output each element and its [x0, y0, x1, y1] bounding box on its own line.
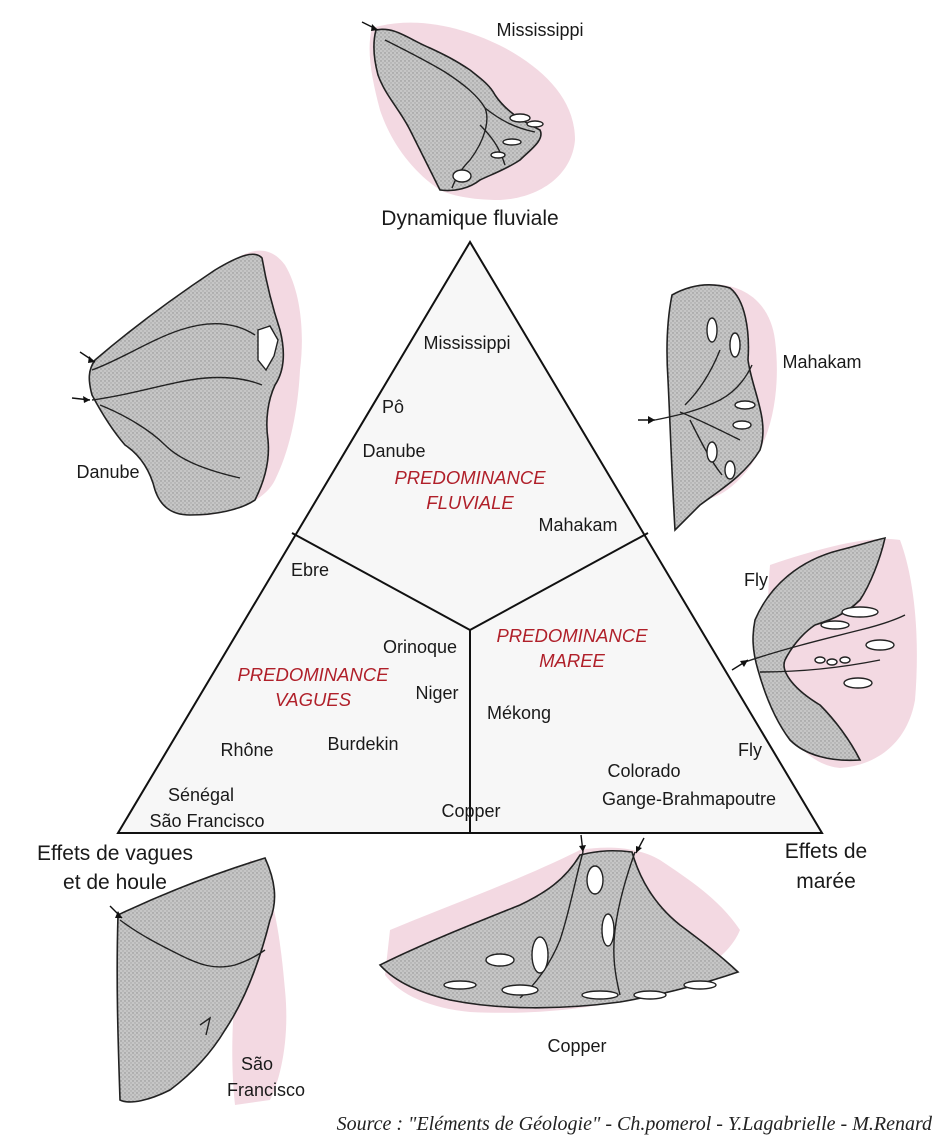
source-credit: Source : "Eléments de Géologie" - Ch.pom… — [337, 1113, 933, 1135]
divider-left — [291, 532, 471, 631]
delta-mahakam: Mahakam — [538, 515, 617, 535]
zone-fluvial-label-1: PREDOMINANCE — [394, 467, 546, 488]
sao-francisco-map-label-2: Francisco — [227, 1080, 305, 1100]
delta-po: Pô — [382, 397, 404, 417]
divider-right — [469, 532, 649, 631]
delta-gange-brahmapoutre: Gange-Brahmapoutre — [602, 789, 776, 809]
mahakam-delta-map: Mahakam — [638, 284, 862, 532]
mississippi-map-label: Mississippi — [496, 20, 583, 40]
zone-waves-label-2: VAGUES — [275, 689, 352, 710]
fly-map-label: Fly — [744, 570, 768, 590]
zone-tide-label-2: MAREE — [539, 650, 605, 671]
pole-tide-label-2: marée — [796, 870, 856, 893]
danube-map-label: Danube — [76, 462, 139, 482]
delta-mekong: Mékong — [487, 703, 551, 723]
delta-senegal: Sénégal — [168, 785, 234, 805]
copper-delta-map: Copper — [378, 834, 740, 1056]
pole-waves-label-2: et de houle — [63, 871, 167, 894]
danube-delta-map: Danube — [71, 250, 302, 516]
delta-danube: Danube — [362, 441, 425, 461]
ternary-triangle — [116, 240, 824, 834]
zone-fluvial-label-2: FLUVIALE — [426, 492, 514, 513]
delta-colorado: Colorado — [607, 761, 680, 781]
mahakam-map-label: Mahakam — [782, 352, 861, 372]
delta-niger: Niger — [415, 683, 458, 703]
zone-tide-label-1: PREDOMINANCE — [496, 625, 648, 646]
delta-copper: Copper — [441, 801, 500, 821]
delta-orinoque: Orinoque — [383, 637, 457, 657]
delta-sao-francisco: São Francisco — [149, 811, 264, 831]
delta-mississippi: Mississippi — [423, 333, 510, 353]
pole-waves-label-1: Effets de vagues — [37, 842, 193, 865]
zone-waves-label-1: PREDOMINANCE — [237, 664, 389, 685]
fly-delta-map: Fly — [731, 536, 917, 768]
delta-burdekin: Burdekin — [327, 734, 398, 754]
pole-tide-label-1: Effets de — [785, 840, 868, 863]
delta-fly: Fly — [738, 740, 762, 760]
mississippi-delta-map: Mississippi — [361, 20, 584, 200]
sao-francisco-delta-map: São Francisco — [109, 857, 305, 1105]
sao-francisco-map-label-1: São — [241, 1054, 273, 1074]
copper-map-label: Copper — [547, 1036, 606, 1056]
pole-fluvial-label: Dynamique fluviale — [381, 207, 558, 230]
delta-rhone: Rhône — [220, 740, 273, 760]
delta-ebre: Ebre — [291, 560, 329, 580]
